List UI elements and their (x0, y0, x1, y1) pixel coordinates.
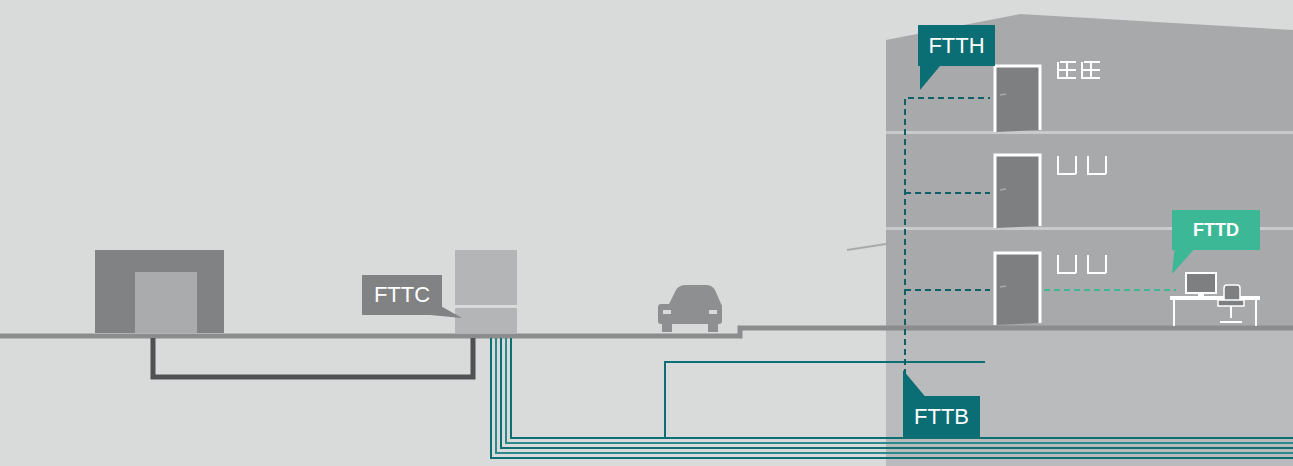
building-basement (886, 330, 1293, 466)
floor-line (886, 131, 1293, 134)
door-knobs (1000, 94, 1006, 287)
fiber-branch (665, 362, 985, 438)
car-details (663, 310, 717, 314)
callout-flag: FTTD (1172, 210, 1260, 250)
windows (1058, 62, 1106, 273)
central-office-door (135, 272, 197, 333)
callout-text: FTTC (374, 282, 430, 308)
copper-cable (153, 338, 473, 377)
central-office (95, 250, 224, 333)
callout-text: FTTB (914, 404, 969, 430)
street-cabinet-base (455, 308, 517, 333)
workstation (1170, 273, 1260, 326)
callout-flag: FTTH (918, 25, 995, 66)
building (886, 14, 1293, 330)
fiber-to-desk (1044, 289, 1176, 291)
fiber-riser (905, 98, 990, 405)
doors (995, 66, 1040, 325)
callout-flag: FTTB (903, 396, 980, 437)
fiber-bundle (491, 338, 1293, 458)
callout-text: FTTD (1193, 220, 1239, 241)
street-cabinet (455, 250, 517, 305)
callout-text: FTTH (928, 33, 984, 59)
wall-line (847, 244, 886, 250)
callout-flag: FTTC (362, 275, 442, 315)
car (658, 285, 722, 332)
